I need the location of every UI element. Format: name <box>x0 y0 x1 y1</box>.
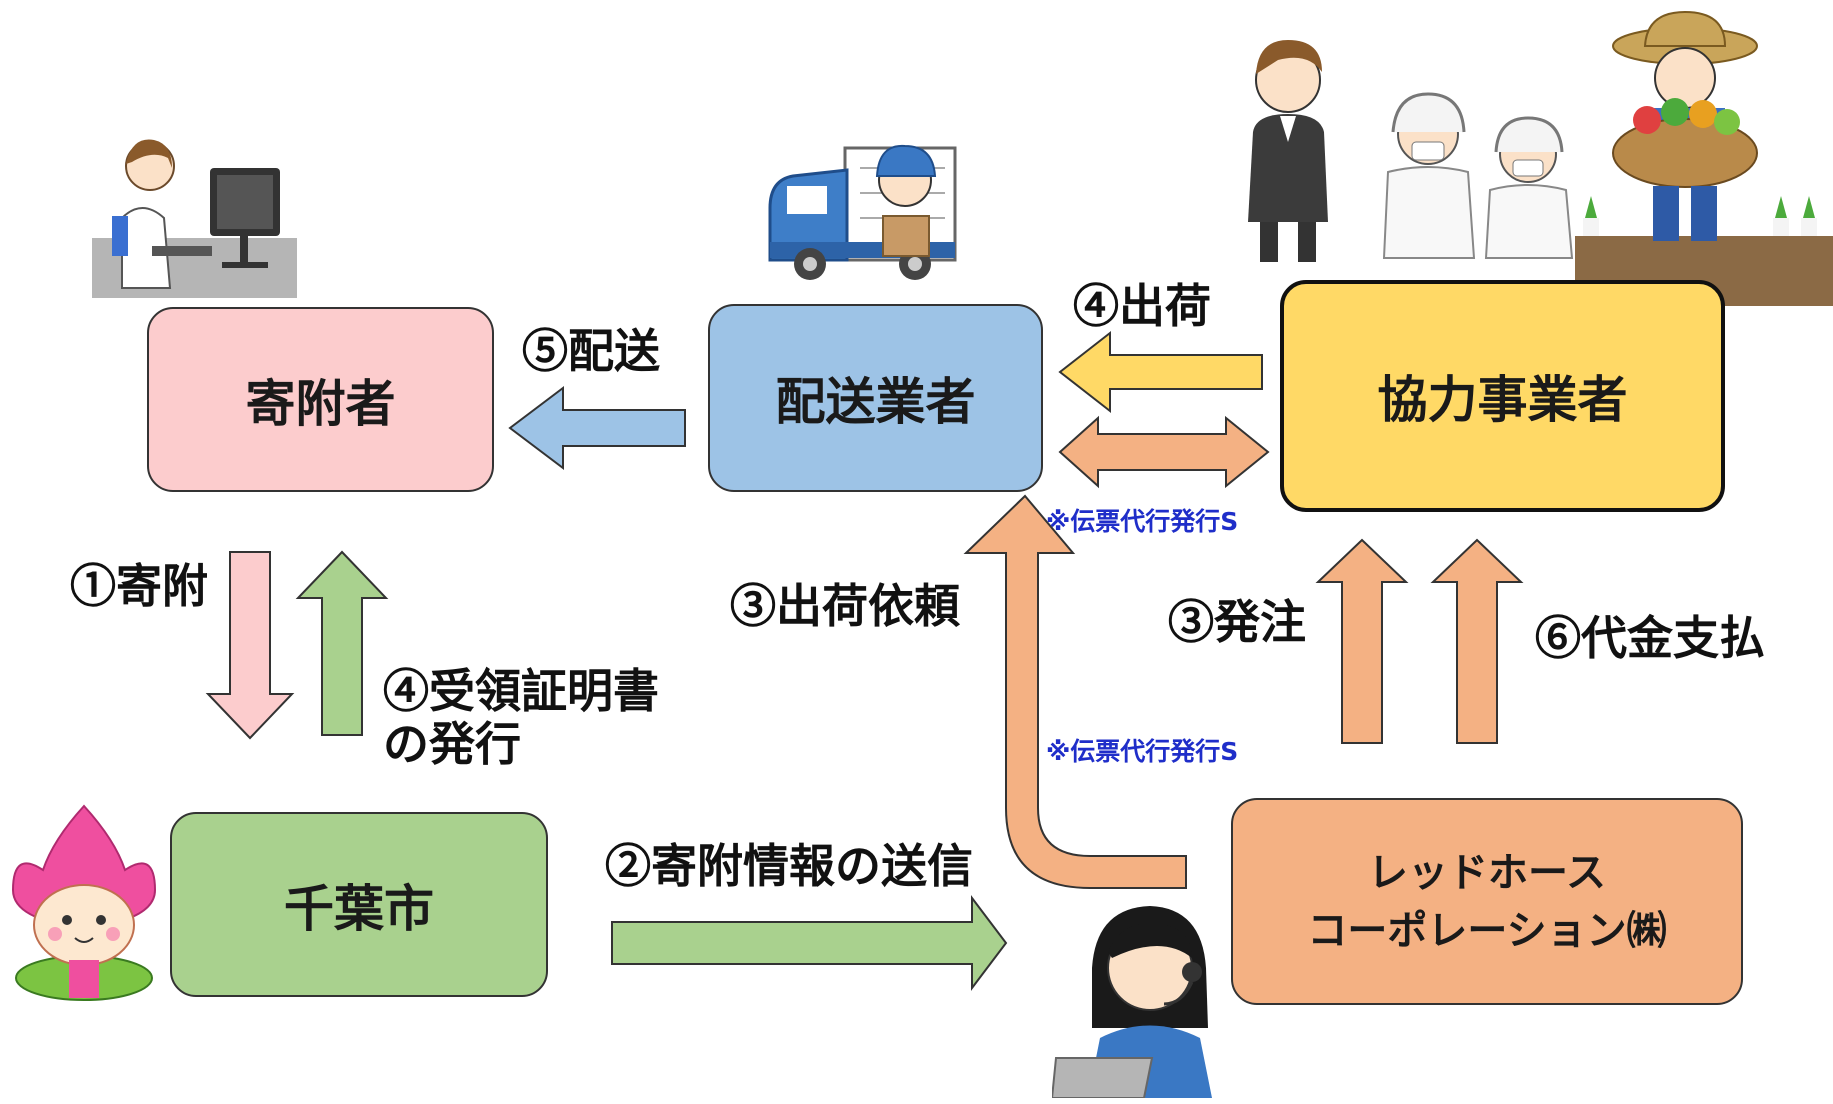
donate-arrow <box>205 551 295 740</box>
order-label: ③発注 <box>1168 595 1306 649</box>
order-arrow <box>1315 538 1409 744</box>
operator-headset-icon <box>1052 906 1212 1098</box>
redhorse-label-line1: レッドホース <box>1368 848 1606 896</box>
deliver-arrow <box>508 385 686 471</box>
donor-box: 寄附者 <box>147 307 494 492</box>
ship-arrow <box>1058 330 1263 414</box>
redhorse-label-line2: コーポレーション㈱ <box>1307 906 1667 954</box>
deliver-label: ⑤配送 <box>522 324 660 378</box>
certificate-label: ④受領証明書 の発行 <box>383 665 659 771</box>
send-info-label: ②寄附情報の送信 <box>605 839 973 893</box>
delivery-company-label: 配送業者 <box>775 372 976 431</box>
donor-label: 寄附者 <box>245 373 396 433</box>
send-info-arrow <box>611 895 1008 991</box>
slip-service-double-arrow <box>1058 415 1270 489</box>
city-box: 千葉市 <box>170 812 548 997</box>
business-staff-icon <box>1248 40 1574 262</box>
donate-label: ①寄附 <box>70 559 208 613</box>
delivery-truck-icon <box>768 144 957 280</box>
certificate-arrow <box>295 550 389 736</box>
payment-arrow <box>1430 538 1524 744</box>
partner-business-box: 協力事業者 <box>1280 280 1725 512</box>
ship-label: ④出荷 <box>1073 279 1211 333</box>
certificate-label-line1: ④受領証明書 <box>383 664 659 718</box>
certificate-label-line2: の発行 <box>383 716 521 771</box>
slip-note-bottom: ※伝票代行発行S <box>1046 737 1239 766</box>
payment-label: ⑥代金支払 <box>1535 611 1765 665</box>
lotus-mascot-icon <box>11 804 157 1001</box>
slip-note-top: ※伝票代行発行S <box>1046 507 1239 536</box>
person-at-computer-icon <box>92 139 297 298</box>
ship-request-label: ③出荷依頼 <box>730 579 960 633</box>
farmer-icon <box>1575 10 1833 306</box>
city-label: 千葉市 <box>284 878 434 938</box>
delivery-company-box: 配送業者 <box>708 304 1043 492</box>
ship-request-arrow <box>963 494 1187 889</box>
redhorse-box: レッドホース コーポレーション㈱ <box>1231 798 1743 1005</box>
partner-business-label: 協力事業者 <box>1377 370 1628 429</box>
